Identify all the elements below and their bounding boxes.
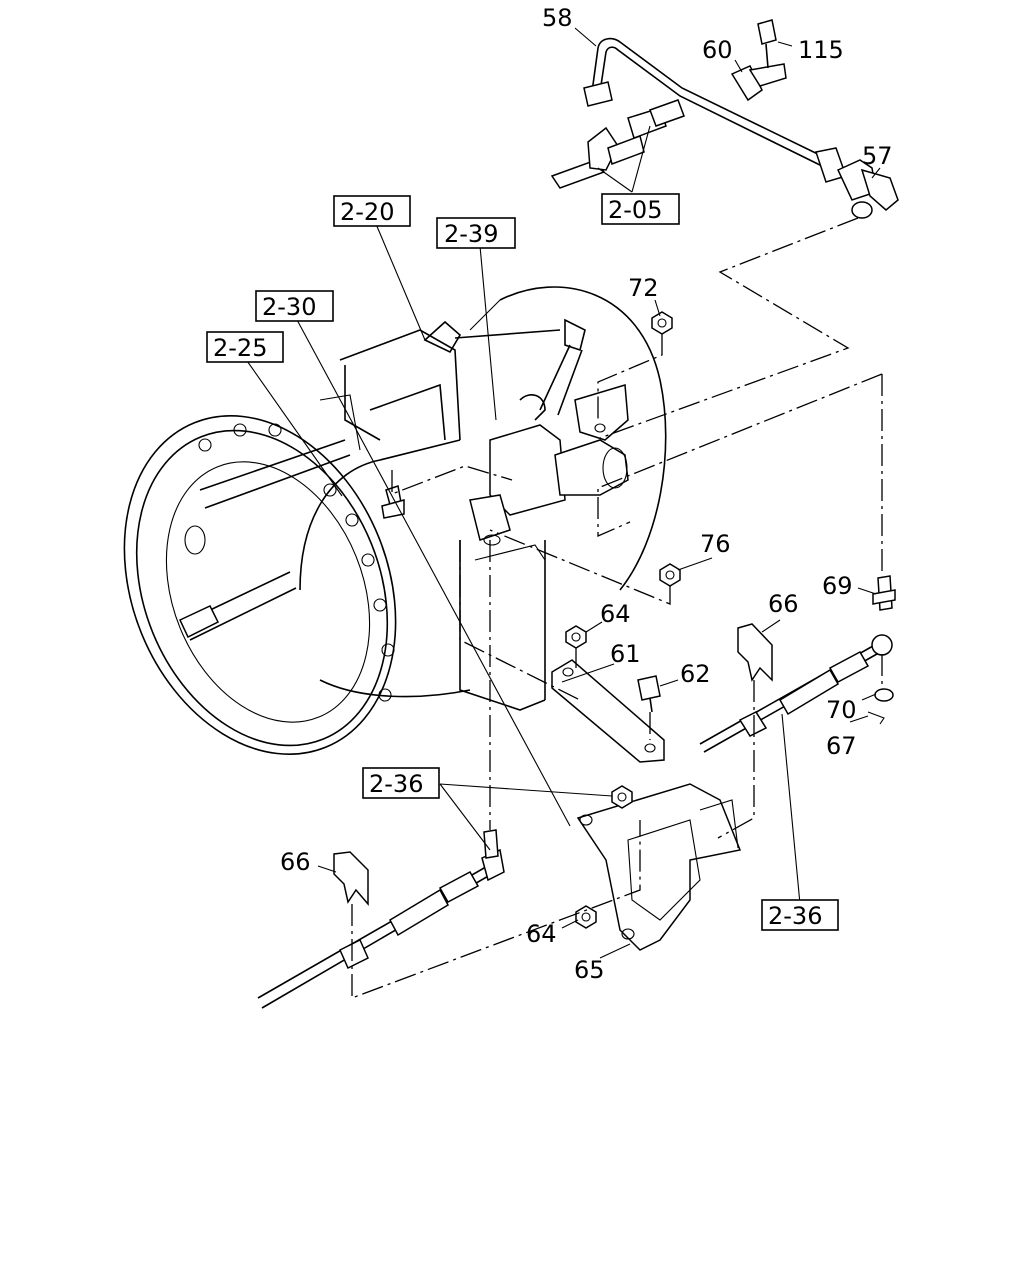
ref-box-2-05[interactable]: 2-05	[601, 193, 680, 225]
ref-box-2-20[interactable]: 2-20	[333, 195, 411, 227]
ref-box-2-30[interactable]: 2-30	[255, 290, 334, 322]
clip-right	[737, 623, 773, 682]
part-label-67: 67	[826, 732, 857, 760]
cable-left	[257, 829, 505, 1009]
nut-64-bottom	[575, 905, 597, 929]
part-label-61: 61	[610, 640, 641, 668]
part-label-72: 72	[628, 274, 659, 302]
transmission-assembly	[123, 286, 667, 755]
part-label-115: 115	[798, 36, 844, 64]
ref-box-2-25[interactable]: 2-25	[206, 331, 284, 363]
part-label-62: 62	[680, 660, 711, 688]
ref-box-2-36-right[interactable]: 2-36	[761, 899, 839, 931]
part-label-69: 69	[822, 572, 853, 600]
part-label-60: 60	[702, 36, 733, 64]
nut-64-top	[565, 625, 587, 649]
nut-72	[651, 311, 673, 335]
bracket-61	[551, 659, 665, 763]
assembly-lines	[351, 217, 883, 999]
ref-label-2-36-right: 2-36	[768, 902, 822, 930]
part-label-58: 58	[542, 4, 573, 32]
part-label-70: 70	[826, 696, 857, 724]
part-label-64-top: 64	[600, 600, 631, 628]
ref-label-2-39: 2-39	[444, 220, 498, 248]
ref-label-2-30: 2-30	[262, 293, 316, 321]
leader-lines	[244, 27, 881, 959]
clip-left	[333, 851, 369, 907]
bracket-65	[576, 783, 742, 951]
part-label-64-bottom: 64	[526, 920, 557, 948]
part-label-66-right: 66	[768, 590, 799, 618]
nut-2-36	[611, 785, 633, 809]
ref-label-2-25: 2-25	[213, 334, 267, 362]
part-label-76: 76	[700, 530, 731, 558]
ref-box-2-36-left[interactable]: 2-36	[362, 767, 440, 799]
nut-76	[659, 563, 681, 587]
ref-label-2-05: 2-05	[608, 196, 662, 224]
ref-box-2-39[interactable]: 2-39	[436, 217, 516, 249]
part-label-57: 57	[862, 142, 893, 170]
cable-right	[699, 575, 896, 753]
part-label-65: 65	[574, 956, 605, 984]
ref-label-2-36-left: 2-36	[369, 770, 423, 798]
pin-67	[867, 711, 885, 725]
bolt-62	[637, 675, 661, 701]
part-label-66-left: 66	[280, 848, 311, 876]
ref-label-2-20: 2-20	[340, 198, 394, 226]
clutch-pipe-assembly	[550, 19, 899, 219]
